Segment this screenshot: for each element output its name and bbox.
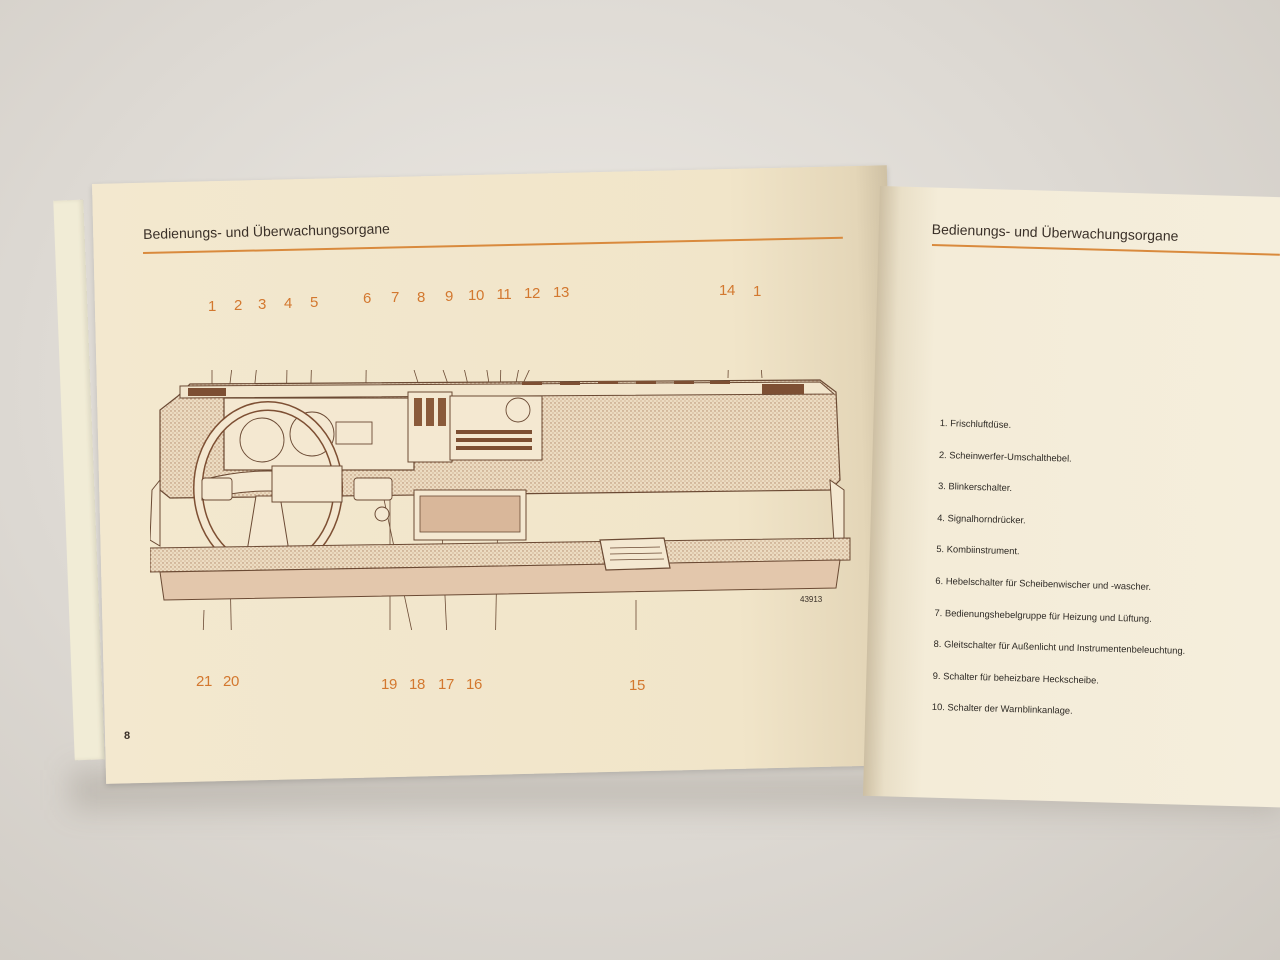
callout-top: 4: [283, 295, 293, 312]
callout-top: 3: [257, 296, 267, 313]
callout-top: 2: [233, 297, 243, 314]
callout-bottom: 15: [628, 677, 646, 694]
page-number: 8: [124, 730, 131, 742]
callout-top: 13: [552, 284, 570, 301]
callout-bottom: 18: [408, 676, 426, 693]
callout-top: 1: [752, 283, 762, 300]
callout-top: 1: [207, 298, 217, 315]
callout-bottom: 17: [437, 676, 455, 693]
callout-top: 6: [362, 290, 372, 307]
callout-top: 12: [523, 285, 541, 302]
callout-bottom: 16: [465, 676, 483, 693]
callout-bottom: 19: [380, 676, 398, 693]
callout-top: 10: [467, 287, 485, 304]
callout-top: 11: [496, 286, 512, 303]
callout-bottom: 21: [195, 673, 213, 690]
dashboard-diagram: 43913: [150, 370, 851, 630]
callout-top: 14: [718, 282, 736, 299]
callout-bottom: 20: [222, 673, 240, 690]
callout-top: 7: [390, 289, 400, 306]
legend-list: 1. Frischluftdüse. 2. Scheinwerfer-Umsch…: [931, 416, 1191, 739]
callout-top: 8: [416, 289, 426, 306]
figure-number: 43913: [800, 595, 823, 604]
callout-top: 5: [309, 294, 319, 311]
callout-top: 9: [444, 288, 454, 305]
